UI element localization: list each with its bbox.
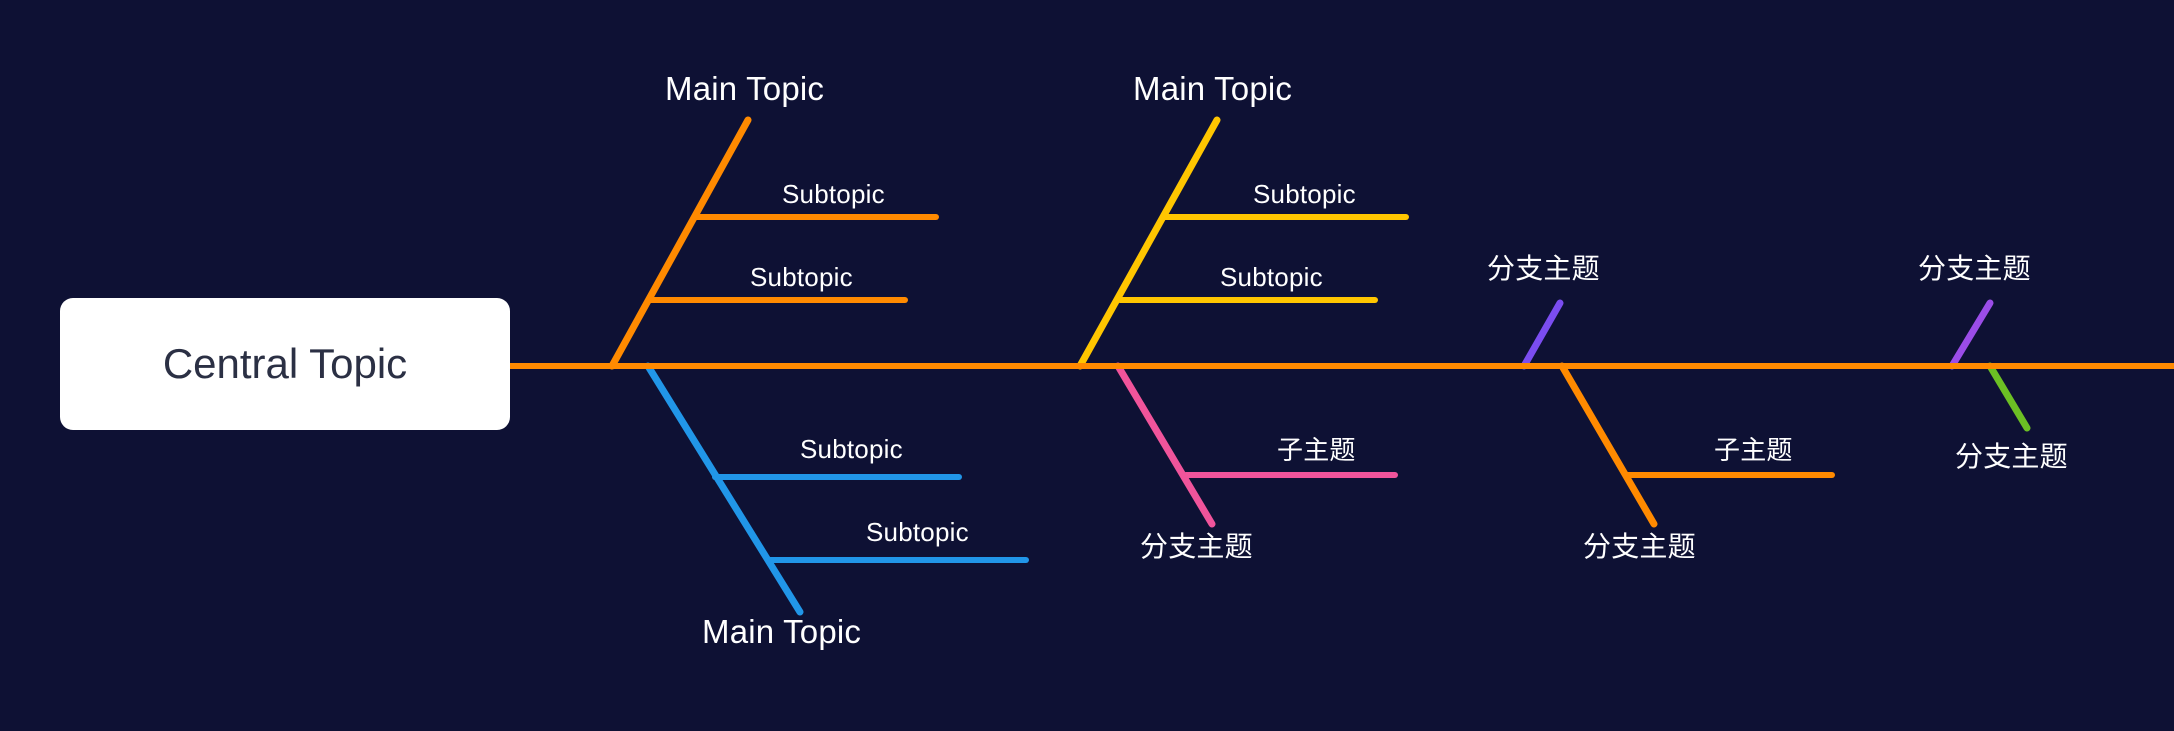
branch-6-subtopic-1-label[interactable]: 子主题: [1714, 435, 1793, 465]
branch-4-subtopic-1-label[interactable]: 子主题: [1277, 435, 1356, 465]
branch-2-stem: [644, 362, 804, 616]
branch-1-subtopic-2-label[interactable]: Subtopic: [750, 262, 853, 292]
branch-1-stem: [608, 116, 752, 370]
branch-6-main-label[interactable]: 分支主题: [1583, 531, 1696, 562]
branch-7-stem: [1948, 299, 1994, 370]
branch-7-main-label[interactable]: 分支主题: [1918, 253, 2031, 284]
branch-3-subtopic-1-label[interactable]: Subtopic: [1253, 179, 1356, 209]
branch-2-main-label[interactable]: Main Topic: [702, 613, 862, 650]
branch-5-main-label[interactable]: 分支主题: [1487, 253, 1600, 284]
branch-5-stem: [1520, 299, 1564, 370]
branch-1-main-label[interactable]: Main Topic: [665, 70, 825, 107]
branch-2-subtopic-1-label[interactable]: Subtopic: [800, 434, 903, 464]
branch-3-main-label[interactable]: Main Topic: [1133, 70, 1293, 107]
branch-4-stem: [1114, 362, 1216, 528]
central-topic-node[interactable]: Central Topic: [60, 298, 510, 430]
branch-3-stem: [1076, 116, 1221, 370]
branch-8-main-label[interactable]: 分支主题: [1955, 441, 2068, 472]
branch-3-subtopic-2-label[interactable]: Subtopic: [1220, 262, 1323, 292]
branch-4-main-label[interactable]: 分支主题: [1140, 531, 1253, 562]
branch-8-stem: [1986, 362, 2031, 432]
branch-2-subtopic-2-label[interactable]: Subtopic: [866, 517, 969, 547]
branch-6-stem: [1558, 362, 1658, 528]
central-topic-label: Central Topic: [162, 340, 408, 387]
branch-1-subtopic-1-label[interactable]: Subtopic: [782, 179, 885, 209]
